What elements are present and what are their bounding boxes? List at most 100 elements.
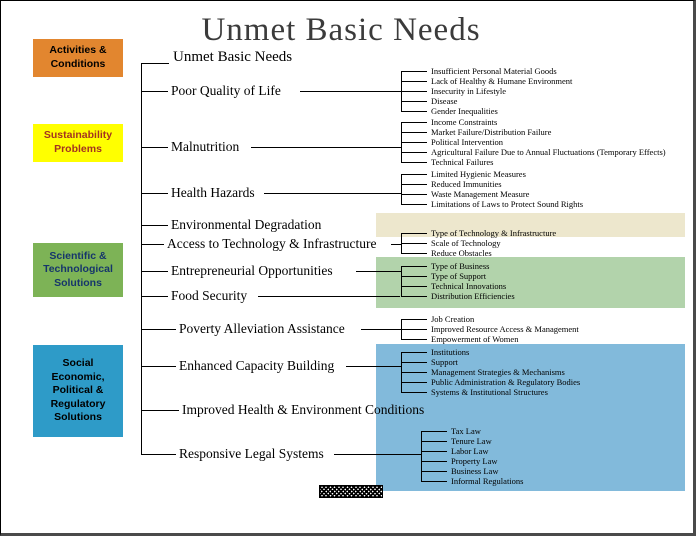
green-highlight-band (376, 257, 685, 308)
branch-connector-line (141, 454, 176, 455)
leaf-tick-line (401, 243, 427, 244)
leaf-tick-line (401, 71, 427, 72)
category-sustainability-problems: Sustainability Problems (33, 124, 123, 162)
leaf-label: Systems & Institutional Structures (431, 387, 548, 397)
leaf-label: Improved Resource Access & Management (431, 324, 579, 334)
leaf-group-connector-line (421, 431, 422, 482)
leaf-tick-line (401, 276, 427, 277)
leaf-group-connector-line (401, 266, 402, 297)
branch-label: Health Hazards (171, 185, 255, 200)
leaf-tick-line (421, 431, 447, 432)
branch-to-leaves-line (346, 366, 401, 367)
leaf-tick-line (401, 392, 427, 393)
leaf-label: Reduce Obstacles (431, 248, 492, 258)
branch-to-leaves-line (391, 244, 401, 245)
leaf-tick-line (401, 382, 427, 383)
beige-highlight-band (376, 213, 685, 237)
leaf-tick-line (401, 132, 427, 133)
branch-connector-line (141, 193, 168, 194)
category-social-economic-political-regulatory-solutions: Social Economic, Political & Regulatory … (33, 345, 123, 437)
leaf-label: Type of Support (431, 271, 487, 281)
leaf-tick-line (401, 296, 427, 297)
branch-connector-line (141, 271, 168, 272)
blue-highlight-band (376, 344, 685, 491)
leaf-group-connector-line (401, 174, 402, 205)
leaf-tick-line (401, 152, 427, 153)
leaf-label: Job Creation (431, 314, 475, 324)
leaf-label: Insecurity in Lifestyle (431, 86, 507, 96)
leaf-tick-line (401, 142, 427, 143)
branch-label: Food Security (171, 288, 248, 303)
branch-connector-line (141, 147, 168, 148)
leaf-tick-line (421, 471, 447, 472)
leaf-tick-line (401, 204, 427, 205)
leaf-label: Business Law (451, 466, 499, 476)
branch-to-leaves-line (300, 91, 401, 92)
diagram-title: Unmet Basic Needs (201, 12, 481, 48)
leaf-label: Public Administration & Regulatory Bodie… (431, 377, 581, 387)
leaf-label: Political Intervention (431, 137, 503, 147)
leaf-tick-line (421, 461, 447, 462)
leaf-label: Type of Business (431, 261, 490, 271)
branch-to-leaves-line (334, 454, 421, 455)
root-connector-line (141, 63, 169, 64)
leaf-tick-line (401, 286, 427, 287)
leaf-tick-line (401, 111, 427, 112)
leaf-tick-line (421, 481, 447, 482)
leaf-tick-line (401, 319, 427, 320)
branch-connector-line (141, 329, 176, 330)
tree-trunk-line (141, 63, 142, 455)
leaf-tick-line (401, 162, 427, 163)
branch-label: Poor Quality of Life (171, 83, 281, 98)
leaf-tick-line (401, 339, 427, 340)
hatched-bar (319, 485, 383, 498)
category-activities-conditions: Activities & Conditions (33, 39, 123, 77)
leaf-label: Reduced Immunities (431, 179, 502, 189)
leaf-tick-line (401, 233, 427, 234)
leaf-label: Gender Inequalities (431, 106, 498, 116)
leaf-tick-line (401, 174, 427, 175)
leaf-label: Technical Failures (431, 157, 494, 167)
branch-connector-line (141, 225, 168, 226)
leaf-tick-line (401, 101, 427, 102)
branch-to-leaves-line (251, 147, 401, 148)
branch-label: Improved Health & Environment Conditions (182, 402, 425, 417)
leaf-label: Lack of Healthy & Humane Environment (431, 76, 573, 86)
leaf-label: Limitations of Laws to Protect Sound Rig… (431, 199, 584, 209)
leaf-label: Market Failure/Distribution Failure (431, 127, 552, 137)
category-scientific-technological-solutions: Scientific & Technological Solutions (33, 243, 123, 297)
branch-connector-line (141, 296, 168, 297)
branch-connector-line (141, 244, 164, 245)
leaf-label: Institutions (431, 347, 470, 357)
leaf-label: Informal Regulations (451, 476, 524, 486)
branch-to-leaves-line (264, 193, 401, 194)
branch-label: Entrepreneurial Opportunities (171, 263, 333, 278)
branch-label: Environmental Degradation (171, 217, 322, 232)
leaf-label: Scale of Technology (431, 238, 501, 248)
leaf-label: Disease (431, 96, 458, 106)
leaf-tick-line (401, 91, 427, 92)
leaf-tick-line (401, 372, 427, 373)
leaf-label: Property Law (451, 456, 498, 466)
branch-label: Access to Technology & Infrastructure (167, 236, 377, 251)
leaf-tick-line (401, 81, 427, 82)
leaf-tick-line (421, 451, 447, 452)
branch-connector-line (141, 366, 176, 367)
leaf-label: Empowerment of Women (431, 334, 519, 344)
leaf-tick-line (401, 122, 427, 123)
leaf-label: Insufficient Personal Material Goods (431, 66, 557, 76)
leaf-label: Agricultural Failure Due to Annual Fluct… (431, 147, 666, 157)
leaf-label: Management Strategies & Mechanisms (431, 367, 565, 377)
leaf-tick-line (421, 441, 447, 442)
leaf-tick-line (401, 362, 427, 363)
branch-label: Responsive Legal Systems (179, 446, 324, 461)
leaf-label: Distribution Efficiencies (431, 291, 515, 301)
branch-to-leaves-line (258, 296, 400, 297)
leaf-label: Labor Law (451, 446, 489, 456)
leaf-label: Tenure Law (451, 436, 492, 446)
leaf-tick-line (401, 184, 427, 185)
leaf-label: Support (431, 357, 458, 367)
branch-to-leaves-line (356, 271, 401, 272)
leaf-label: Waste Management Measure (431, 189, 530, 199)
